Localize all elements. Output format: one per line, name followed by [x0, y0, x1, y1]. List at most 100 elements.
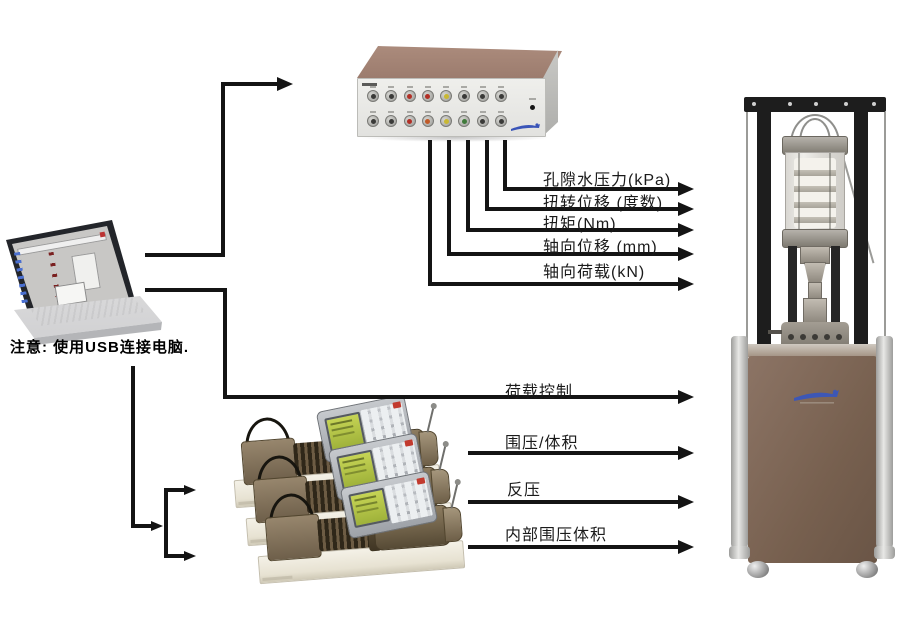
daq-button-label	[529, 98, 536, 100]
arrowhead-icon	[184, 485, 196, 495]
daq-top-face	[357, 46, 562, 82]
connector-socket-icon	[440, 86, 453, 102]
connector-socket-icon	[476, 111, 489, 127]
connector-socket-icon	[403, 86, 416, 102]
line	[131, 366, 135, 528]
laptop-close-icon	[99, 231, 106, 238]
connector-socket-icon	[458, 86, 471, 102]
valve-handle	[768, 330, 782, 334]
connector-socket-icon	[440, 111, 453, 127]
line	[468, 451, 680, 455]
signal-label-pore-pressure: 孔隙水压力(kPa)	[543, 172, 672, 189]
daq-brand-logo	[511, 123, 540, 131]
usb-note-label: 注意: 使用USB连接电脑.	[10, 339, 190, 356]
daq-power-button	[530, 105, 535, 110]
line	[164, 488, 186, 492]
line	[145, 288, 227, 292]
arrowhead-icon	[678, 182, 694, 196]
connector-socket-icon	[495, 86, 508, 102]
frame-column-right	[854, 110, 868, 352]
line	[223, 288, 227, 399]
connector-socket-icon	[458, 111, 471, 127]
guide-rod-right	[831, 246, 840, 330]
line	[221, 82, 225, 257]
laptop	[0, 212, 205, 352]
control-label-load-control: 荷载控制	[505, 384, 574, 401]
control-label-cell-pressure: 围压/体积	[505, 435, 579, 452]
line	[485, 207, 680, 211]
line	[503, 187, 680, 191]
signal-label-torsional-disp: 扭转位移 (度数)	[543, 195, 664, 212]
line	[503, 140, 507, 191]
daq-connector-row-1	[367, 86, 508, 102]
connector-socket-icon	[367, 86, 379, 102]
foot-right	[856, 561, 878, 578]
daq-connector-row-2	[367, 111, 508, 127]
line	[428, 140, 432, 286]
daq-model-label	[362, 83, 377, 86]
connector-socket-icon	[495, 111, 508, 127]
daq-front-panel	[357, 78, 546, 137]
control-label-inner-cell: 内部围压体积	[505, 527, 608, 544]
line	[468, 500, 680, 504]
arrowhead-icon	[678, 277, 694, 291]
line	[466, 228, 680, 232]
pump-motor	[264, 513, 322, 562]
arrowhead-icon	[678, 247, 694, 261]
line	[131, 524, 153, 528]
frame-column-left	[757, 110, 771, 352]
line	[164, 488, 168, 558]
line	[468, 545, 680, 549]
daq-shadow	[360, 133, 550, 142]
signal-label-axial-load: 轴向荷载(kN)	[543, 264, 646, 281]
cell-tie-rod	[829, 153, 831, 233]
arrowhead-icon	[277, 77, 293, 91]
line	[221, 82, 279, 86]
cabinet-top-surface	[747, 344, 879, 357]
line	[428, 282, 680, 286]
guide-rod-left	[788, 246, 797, 330]
pump-key-grid	[384, 478, 433, 524]
side-column-right-cap	[874, 546, 895, 559]
pump-endcap	[442, 506, 464, 543]
foot-left	[747, 561, 769, 578]
control-label-back-pressure: 反压	[507, 482, 542, 499]
line	[485, 140, 489, 211]
cell-glass-chamber	[785, 152, 845, 234]
side-column-right	[876, 336, 893, 548]
line	[447, 252, 680, 256]
line	[447, 140, 451, 256]
cell-tie-rod	[798, 153, 800, 233]
cabinet-brand-logo	[794, 389, 839, 404]
side-column-left	[731, 336, 748, 548]
arrowhead-icon	[678, 540, 694, 554]
pressure-controller-3	[254, 470, 473, 600]
line	[223, 395, 680, 399]
soil-specimen	[794, 158, 836, 228]
tie-wire-left	[746, 112, 748, 340]
arrowhead-icon	[678, 223, 694, 237]
coupling-lower	[803, 298, 827, 324]
line	[145, 253, 225, 257]
connector-socket-icon	[421, 86, 434, 102]
arrowhead-icon	[184, 551, 196, 561]
connector-socket-icon	[403, 111, 416, 127]
signal-label-torque: 扭矩(Nm)	[543, 216, 617, 233]
arrowhead-icon	[678, 202, 694, 216]
connector-socket-icon	[367, 111, 379, 127]
cabinet-body	[748, 356, 877, 563]
coupling-cone	[804, 262, 826, 284]
line	[164, 554, 186, 558]
arrowhead-icon	[151, 521, 163, 531]
connector-socket-icon	[385, 111, 398, 127]
arrowhead-icon	[678, 390, 694, 404]
side-column-left-cap	[729, 546, 750, 559]
pump-fitting	[426, 406, 435, 433]
coupling-upper	[800, 246, 830, 264]
pump-lcd-screen	[348, 487, 391, 529]
connector-socket-icon	[476, 86, 489, 102]
arrowhead-icon	[678, 446, 694, 460]
top-crossbar	[744, 97, 886, 112]
daq-right-face	[543, 50, 558, 136]
